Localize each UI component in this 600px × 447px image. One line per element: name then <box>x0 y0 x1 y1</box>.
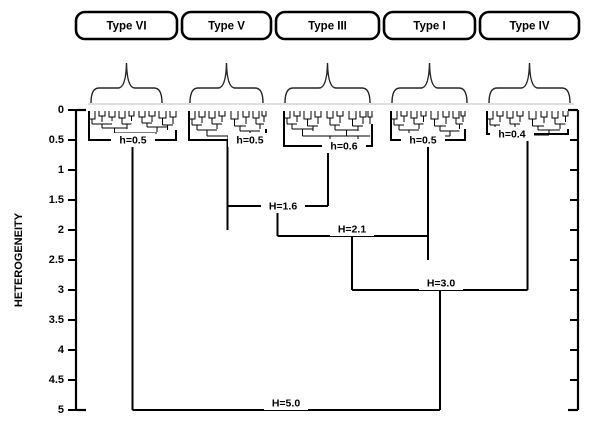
type-box-group: Type VI Type V Type III Type I Type IV <box>74 10 581 41</box>
type-box-rect <box>180 10 273 41</box>
brace-icon <box>189 62 264 104</box>
leaf-branch <box>506 111 524 129</box>
axis-tick-label: 0.5 <box>49 134 64 146</box>
axis-tick-label: 4 <box>58 344 65 356</box>
leaf-branch <box>410 111 427 129</box>
label-backdrop <box>322 139 366 153</box>
axis-title: HETEROGENEITY <box>13 212 25 307</box>
cluster-merge-label-4: h=0.5 <box>409 134 436 146</box>
leaf-branch <box>188 111 206 130</box>
brace-icon <box>90 62 163 104</box>
type-box-4: Type I <box>382 10 477 41</box>
axis-tick-label: 5 <box>58 404 64 416</box>
type-box-rect <box>382 10 477 41</box>
type-box-label: Type VI <box>106 21 146 33</box>
leaf-branch <box>551 111 569 129</box>
leaf-branch <box>486 111 504 130</box>
brace-icon <box>284 62 371 104</box>
right-axis <box>568 108 580 412</box>
axis-tick-label: 2.5 <box>49 254 64 266</box>
label-backdrop <box>228 133 272 147</box>
leaf-branch <box>230 111 250 131</box>
cluster-merge-label-1: h=0.5 <box>119 134 146 146</box>
label-backdrop <box>261 199 305 213</box>
top-merge-group <box>132 134 529 411</box>
label-backdrop <box>401 133 445 147</box>
axis-tick-label: 1 <box>58 164 64 176</box>
leaf-branch <box>292 128 358 136</box>
type-box-label: Type V <box>208 21 245 33</box>
type-box-2: Type V <box>180 10 273 41</box>
label-backdrop <box>419 276 463 290</box>
axis-tick-label: 2 <box>58 224 64 236</box>
leaf-branch <box>326 111 344 130</box>
cluster-merge-label-3: h=0.6 <box>330 140 357 152</box>
label-backdrop <box>264 396 308 410</box>
leaf-branch <box>528 111 548 130</box>
leaf-branch <box>252 111 267 129</box>
type-box-label: Type III <box>308 21 347 33</box>
left-axis: 0 0.5 1 1.5 2 2.5 3 3.5 4 4.5 5 HETEROGE… <box>13 104 86 416</box>
leaf-branch <box>138 111 156 127</box>
leaf-branch <box>283 111 301 129</box>
type-box-5: Type IV <box>478 10 581 41</box>
axis-tick-label: 3.5 <box>49 314 64 326</box>
top-merge-label-3: H=3.0 <box>427 277 455 289</box>
leaf-branch <box>452 111 466 129</box>
leaf-branch <box>197 129 260 136</box>
type-box-rect <box>274 10 381 41</box>
brace-icon <box>391 62 468 104</box>
leaf-branch <box>102 126 168 133</box>
merge-label-group: h=0.5 h=0.5 h=0.6 h=0.5 h=0.4 H=1.6 H=2.… <box>111 127 534 410</box>
label-backdrop <box>111 133 155 147</box>
type-box-rect <box>74 10 179 41</box>
leaf-branch <box>208 111 226 129</box>
leaf-branch <box>158 111 177 130</box>
leaf-branch <box>390 111 408 130</box>
type-box-label: Type IV <box>509 21 549 33</box>
cluster-merge-label-2: h=0.5 <box>236 134 263 146</box>
brace-icon <box>488 62 571 104</box>
top-merge-label-1: H=1.6 <box>269 200 297 212</box>
axis-tick-label: 3 <box>58 284 64 296</box>
leaf-branch <box>88 111 116 128</box>
type-box-rect <box>478 10 581 41</box>
top-merge-label-4: H=5.0 <box>272 397 300 409</box>
type-box-label: Type I <box>413 21 445 33</box>
label-backdrop <box>490 127 534 141</box>
label-backdrop <box>330 222 374 236</box>
leaf-branch <box>367 111 373 124</box>
axis-tick-label: 0 <box>58 104 64 116</box>
brace-group <box>90 62 571 104</box>
axis-tick-label: 1.5 <box>49 194 64 206</box>
leaf-branch <box>348 111 367 131</box>
type-box-1: Type VI <box>74 10 179 41</box>
leaf-branch <box>118 111 135 129</box>
cluster-merge-label-5: h=0.4 <box>498 128 525 140</box>
type-box-3: Type III <box>274 10 381 41</box>
leaf-branch <box>303 111 322 131</box>
axis-tick-label: 4.5 <box>49 374 64 386</box>
leaf-branch <box>430 111 450 131</box>
top-merge-label-2: H=2.1 <box>338 223 366 235</box>
